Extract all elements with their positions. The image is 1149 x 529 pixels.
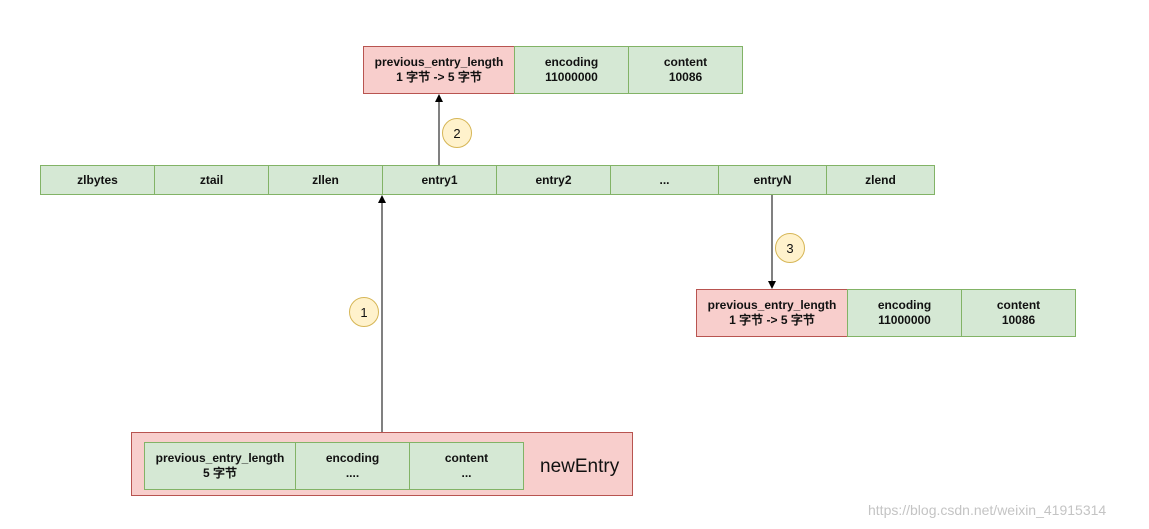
cell-sub: 5 字节 bbox=[202, 466, 237, 480]
cell-title: content bbox=[663, 55, 708, 69]
cell-title: previous_entry_length bbox=[374, 55, 504, 69]
top-entry-content-cell: content 10086 bbox=[628, 46, 743, 94]
cell-sub: 1 字节 -> 5 字节 bbox=[396, 70, 482, 84]
cell-title: encoding bbox=[325, 451, 380, 465]
ziplist-ellipsis: ... bbox=[610, 165, 719, 195]
watermark: https://blog.csdn.net/weixin_41915314 bbox=[868, 502, 1107, 518]
cell-title: encoding bbox=[877, 298, 932, 312]
ziplist-ztail: ztail bbox=[154, 165, 269, 195]
right-entry-encoding-cell: encoding 11000000 bbox=[847, 289, 962, 337]
ziplist-entryN: entryN bbox=[718, 165, 827, 195]
new-entry-encoding-cell: encoding .... bbox=[295, 442, 410, 490]
ziplist-entry1: entry1 bbox=[382, 165, 497, 195]
cell-title: previous_entry_length bbox=[155, 451, 285, 465]
cell-sub: 10086 bbox=[1001, 313, 1036, 327]
ziplist-entry2: entry2 bbox=[496, 165, 611, 195]
step-marker-2: 2 bbox=[442, 118, 472, 148]
ziplist-zlbytes: zlbytes bbox=[40, 165, 155, 195]
top-entry-prev-len-cell: previous_entry_length 1 字节 -> 5 字节 bbox=[363, 46, 515, 94]
new-entry-content-cell: content ... bbox=[409, 442, 524, 490]
cell-title: content bbox=[996, 298, 1041, 312]
cell-sub: .... bbox=[345, 466, 360, 480]
step-marker-3: 3 bbox=[775, 233, 805, 263]
cell-title: content bbox=[444, 451, 489, 465]
ziplist-zllen: zllen bbox=[268, 165, 383, 195]
new-entry-prev-len-cell: previous_entry_length 5 字节 bbox=[144, 442, 296, 490]
top-entry-encoding-cell: encoding 11000000 bbox=[514, 46, 629, 94]
cell-title: previous_entry_length bbox=[707, 298, 837, 312]
cell-sub: 10086 bbox=[668, 70, 703, 84]
cell-sub: 11000000 bbox=[878, 313, 931, 327]
right-entry-content-cell: content 10086 bbox=[961, 289, 1076, 337]
cell-title: encoding bbox=[544, 55, 599, 69]
step-marker-1: 1 bbox=[349, 297, 379, 327]
right-entry-prev-len-cell: previous_entry_length 1 字节 -> 5 字节 bbox=[696, 289, 848, 337]
new-entry-label: newEntry bbox=[540, 456, 620, 477]
cell-sub: ... bbox=[461, 466, 472, 480]
cell-sub: 1 字节 -> 5 字节 bbox=[729, 313, 815, 327]
ziplist-zlend: zlend bbox=[826, 165, 935, 195]
cell-sub: 11000000 bbox=[545, 70, 598, 84]
